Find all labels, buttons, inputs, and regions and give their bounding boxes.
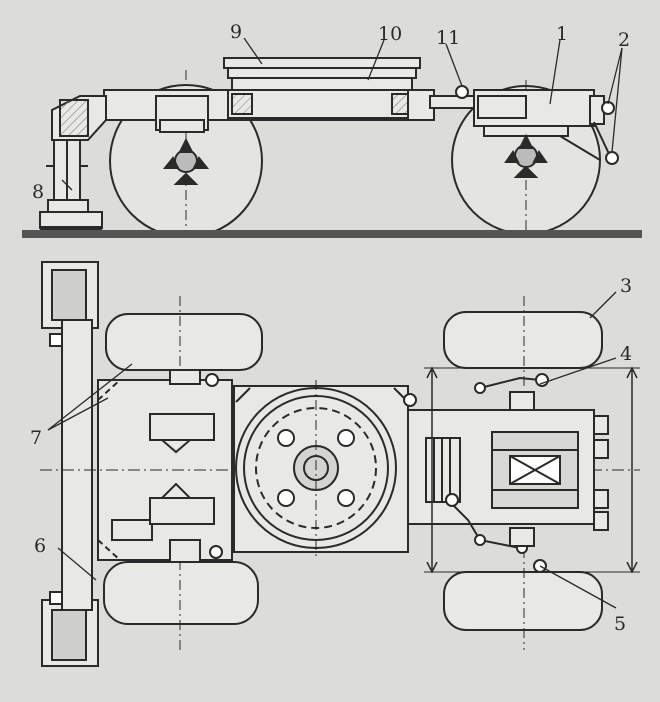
central-drum [233, 380, 417, 560]
callout-4: 4 [620, 343, 632, 365]
front-bumper-side [559, 101, 619, 165]
support-leg [39, 139, 103, 229]
rear-hitch-side [51, 95, 107, 141]
rear-hub-star [162, 137, 210, 185]
main-frame-side [103, 89, 435, 121]
callout-6: 6 [34, 535, 46, 557]
callout-8: 8 [32, 181, 44, 203]
load-platform [223, 57, 421, 91]
callout-3: 3 [620, 275, 632, 297]
rear-hitch-plan [41, 261, 99, 667]
leader-lines [47, 37, 623, 609]
front-axle-body [473, 89, 605, 137]
callout-10: 10 [378, 23, 402, 45]
side-view [22, 57, 642, 238]
track-dimension-lines [424, 366, 640, 574]
callout-2: 2 [618, 29, 630, 51]
plan-view [40, 261, 640, 667]
rear-pivots [149, 369, 223, 563]
rear-axle-housing [155, 95, 209, 133]
callout-5: 5 [614, 613, 626, 635]
ground-band [22, 226, 642, 238]
callout-7: 7 [30, 427, 42, 449]
front-chassis-plan [407, 409, 609, 531]
callout-labels: 9 10 11 1 2 8 3 4 7 6 5 [30, 21, 632, 635]
callout-11: 11 [436, 27, 460, 49]
callout-9: 9 [230, 21, 242, 43]
callout-1: 1 [556, 23, 568, 45]
front-hub-star [504, 133, 548, 178]
